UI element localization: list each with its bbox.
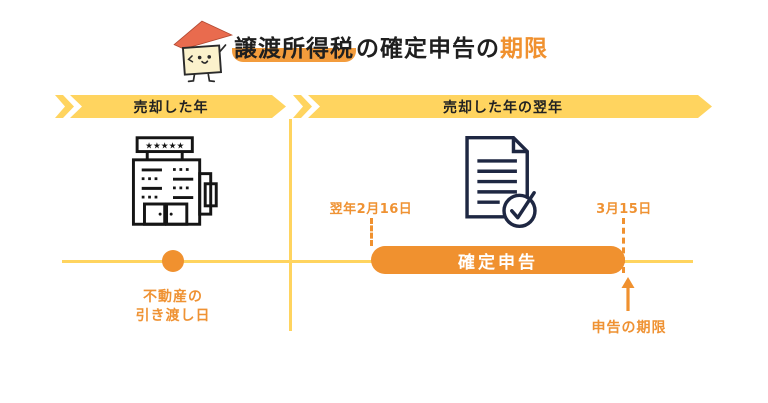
timeline-dot	[162, 250, 184, 272]
handover-label-line1: 不動産の	[143, 289, 203, 305]
filing-period-bar-label: 確定申告	[458, 252, 538, 273]
title-accent-text: 期限	[500, 36, 548, 62]
end-date-dashed-line	[622, 218, 625, 273]
handover-label-line2: 引き渡し日	[135, 308, 211, 324]
section-divider-line	[289, 119, 292, 331]
up-arrow-icon	[621, 277, 635, 311]
ribbon-banner-shape	[55, 95, 286, 118]
page-title: 譲渡所得税の確定申告の期限	[232, 29, 548, 63]
section-ribbon-sale-year: 売却した年	[55, 95, 287, 118]
start-date-dashed-line	[370, 218, 373, 246]
handover-date-label: 不動産の 引き渡し日	[112, 288, 234, 326]
ribbon-label-sale-year: 売却した年	[133, 99, 209, 116]
ribbon-banner-shape	[293, 95, 712, 118]
filing-end-date: 3月15日	[596, 202, 652, 217]
deadline-label: 申告の期限	[591, 320, 667, 336]
ribbon-label-next-year: 売却した年の翌年	[443, 99, 563, 116]
title-plain-text: の確定申告の	[356, 36, 500, 62]
filing-start-date: 翌年2月16日	[329, 202, 413, 217]
building-sign-stars: ★★★★★	[145, 141, 184, 151]
document-check-icon	[465, 135, 537, 229]
building-icon: ★★★★★	[131, 136, 218, 226]
filing-period-bar: 確定申告	[371, 246, 625, 274]
title-highlighted-text: 譲渡所得税	[232, 36, 356, 62]
section-ribbon-next-year: 売却した年の翌年	[293, 95, 713, 118]
house-mascot-icon	[173, 20, 234, 83]
